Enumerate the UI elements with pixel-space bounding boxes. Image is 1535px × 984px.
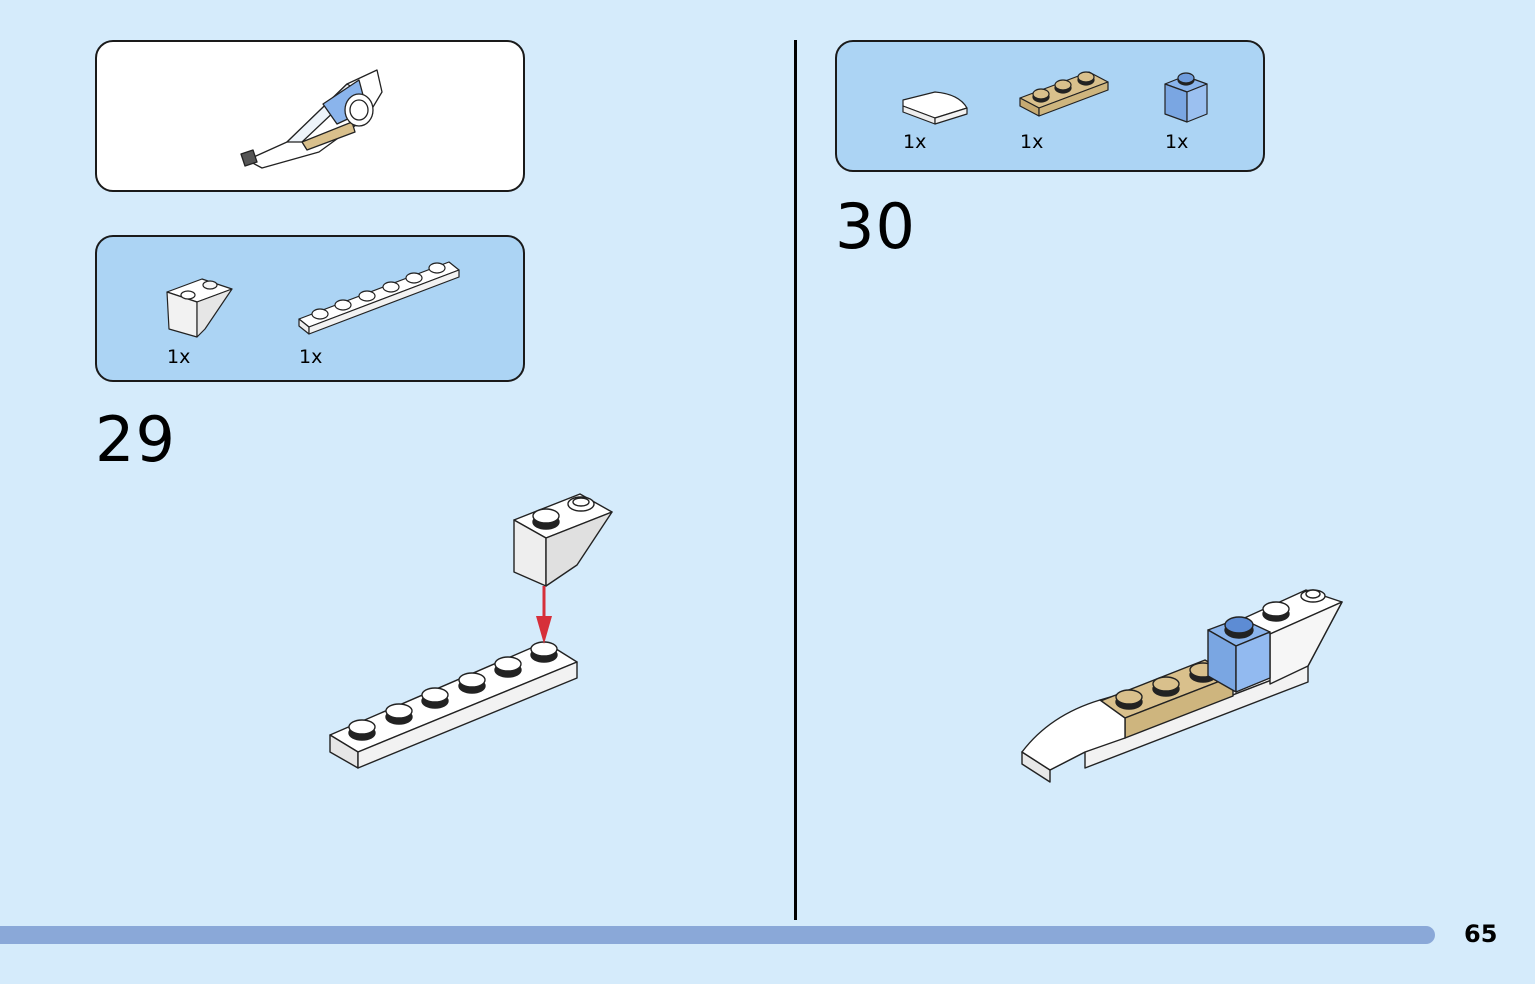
part-qty: 1x <box>1165 131 1189 153</box>
placement-arrow-icon <box>536 586 552 644</box>
step-number-30: 30 <box>835 190 916 263</box>
parts-list-step-29: 1x 1x <box>95 235 525 382</box>
subassembly-model-icon <box>240 69 383 169</box>
part-qty: 1x <box>1020 131 1044 153</box>
parts-list-step-30: 1x 1x 1x <box>835 40 1265 172</box>
tan-1x3-plate-icon <box>1019 71 1109 117</box>
part-qty: 1x <box>299 346 323 368</box>
subassembly-callout <box>95 40 525 192</box>
page-divider <box>794 40 797 920</box>
part-qty: 1x <box>903 131 927 153</box>
step-number-29: 29 <box>95 403 176 476</box>
white-1x6-plate-icon <box>298 261 460 335</box>
white-curved-slope-icon <box>902 91 968 125</box>
progress-bar <box>0 926 1435 944</box>
page-number: 65 <box>1464 920 1498 948</box>
blue-1x1-brick-icon <box>1164 72 1208 123</box>
white-inverted-slope-brick-icon <box>166 278 233 338</box>
part-qty: 1x <box>167 346 191 368</box>
